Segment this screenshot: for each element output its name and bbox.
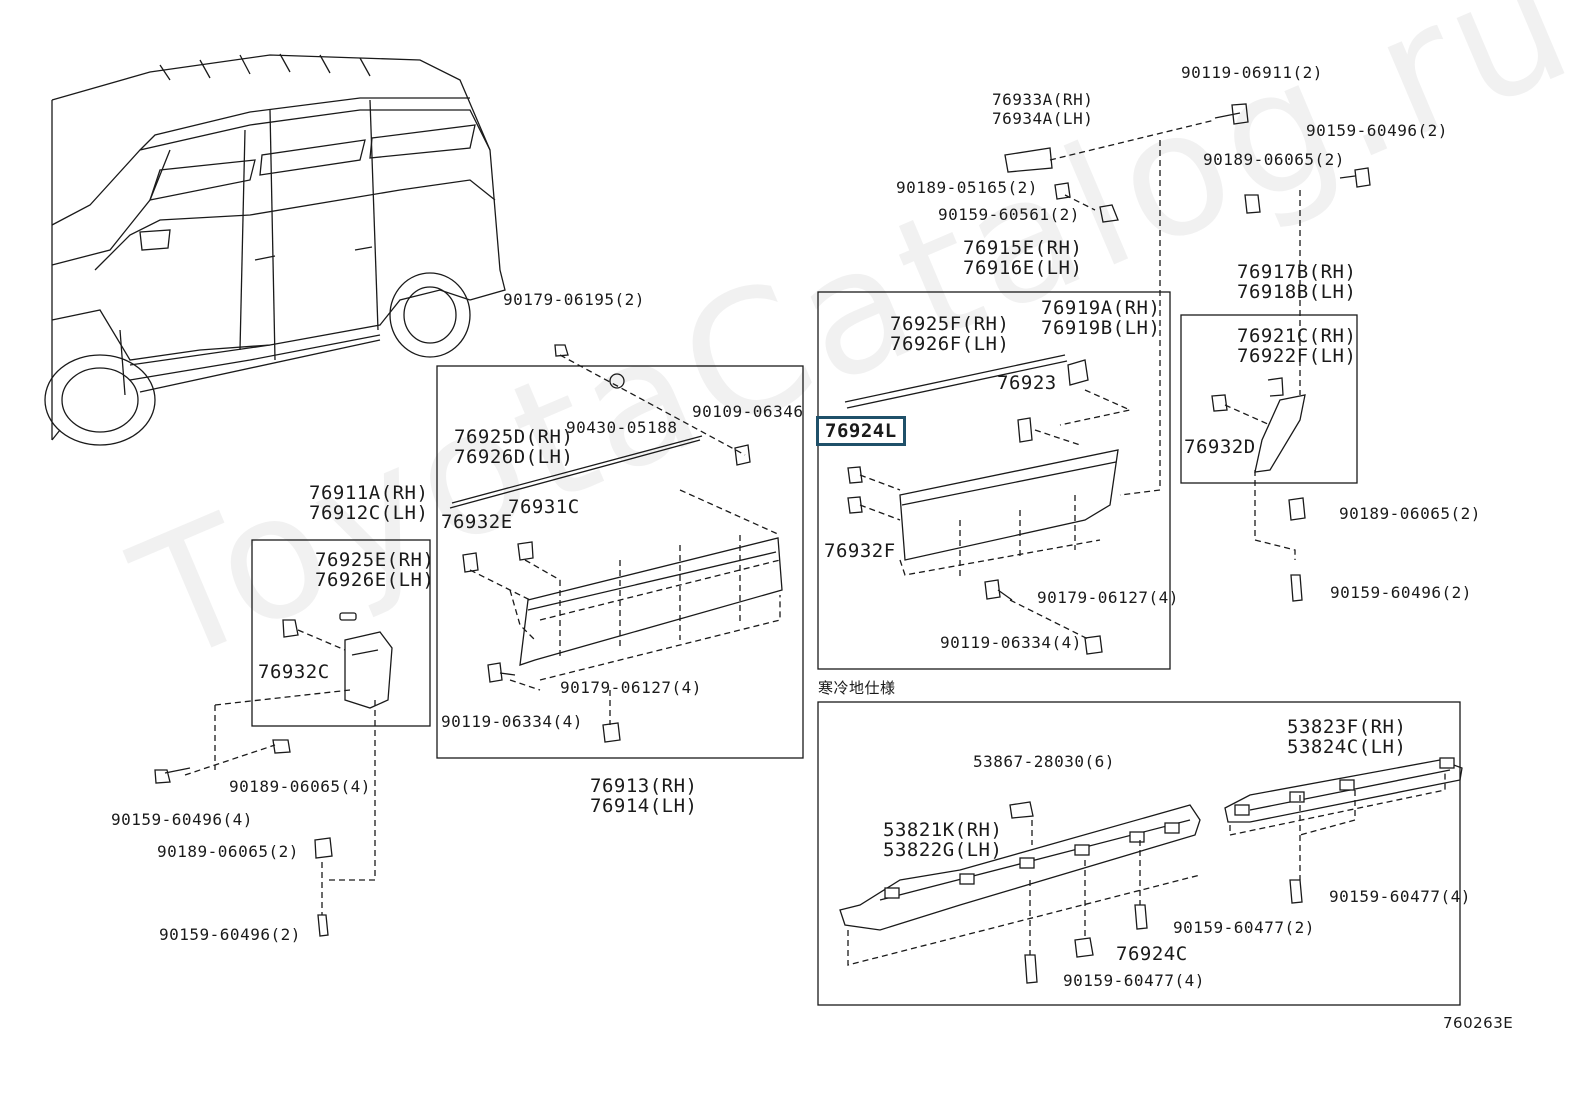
part-label-76924C[interactable]: 76924C <box>1116 943 1188 965</box>
part-label-90430-05188[interactable]: 90430-05188 <box>566 418 678 437</box>
section-label-cold-region: 寒冷地仕様 <box>818 679 896 697</box>
part-label-90189-06065-b[interactable]: 90189-06065(2) <box>1339 504 1481 523</box>
part-label-76919A[interactable]: 76919A(RH) 76919B(LH) <box>1041 297 1161 339</box>
part-label-90189-05165[interactable]: 90189-05165(2) <box>896 178 1038 197</box>
part-label-76924L-highlighted[interactable]: 76924L <box>816 416 906 446</box>
part-label-90179-06127-a[interactable]: 90179-06127(4) <box>1037 588 1179 607</box>
part-label-76933A[interactable]: 76933A(RH) 76934A(LH) <box>992 90 1094 128</box>
part-label-53821K[interactable]: 53821K(RH) 53822G(LH) <box>883 819 1003 861</box>
box-76915E <box>817 291 1171 670</box>
part-label-90119-06334-a[interactable]: 90119-06334(4) <box>940 633 1082 652</box>
part-label-76932F[interactable]: 76932F <box>824 540 896 562</box>
part-label-76921C[interactable]: 76921C(RH) 76922F(LH) <box>1237 325 1357 367</box>
part-label-90159-60477-a[interactable]: 90159-60477(4) <box>1329 887 1471 906</box>
part-label-76923[interactable]: 76923 <box>997 372 1057 394</box>
box-76917B <box>1180 314 1358 484</box>
part-label-90179-06195[interactable]: 90179-06195(2) <box>503 290 645 309</box>
part-label-90189-06065-a[interactable]: 90189-06065(2) <box>1203 150 1345 169</box>
part-label-76931C[interactable]: 76931C <box>508 496 580 518</box>
part-label-76932C[interactable]: 76932C <box>258 661 330 683</box>
part-label-90119-06911[interactable]: 90119-06911(2) <box>1181 63 1323 82</box>
part-label-90109-06346[interactable]: 90109-06346 <box>692 402 804 421</box>
part-label-90159-60496-b[interactable]: 90159-60496(2) <box>1330 583 1472 602</box>
part-label-90189-06065-c[interactable]: 90189-06065(4) <box>229 777 371 796</box>
part-label-76932E[interactable]: 76932E <box>441 511 513 533</box>
part-label-76932D[interactable]: 76932D <box>1184 436 1256 458</box>
part-label-76913[interactable]: 76913(RH) 76914(LH) <box>590 775 698 817</box>
diagram-code: 760263E <box>1443 1014 1514 1032</box>
part-label-76917B[interactable]: 76917B(RH) 76918B(LH) <box>1237 261 1357 303</box>
part-label-76925F[interactable]: 76925F(RH) 76926F(LH) <box>890 313 1010 355</box>
part-label-90179-06127-b[interactable]: 90179-06127(4) <box>560 678 702 697</box>
part-label-53867-28030[interactable]: 53867-28030(6) <box>973 752 1115 771</box>
part-label-90189-06065-d[interactable]: 90189-06065(2) <box>157 842 299 861</box>
part-label-76915E[interactable]: 76915E(RH) 76916E(LH) <box>963 237 1083 279</box>
part-label-90119-06334-b[interactable]: 90119-06334(4) <box>441 712 583 731</box>
box-cold-region <box>817 701 1461 1006</box>
part-label-53823F[interactable]: 53823F(RH) 53824C(LH) <box>1287 716 1407 758</box>
part-label-90159-60477-2[interactable]: 90159-60477(2) <box>1173 918 1315 937</box>
box-76911A <box>251 539 431 727</box>
part-label-90159-60496-c[interactable]: 90159-60496(4) <box>111 810 253 829</box>
part-label-76925D[interactable]: 76925D(RH) 76926D(LH) <box>454 426 574 468</box>
part-label-76925E[interactable]: 76925E(RH) 76926E(LH) <box>315 549 435 591</box>
part-label-90159-60496-d[interactable]: 90159-60496(2) <box>159 925 301 944</box>
part-label-90159-60477-b[interactable]: 90159-60477(4) <box>1063 971 1205 990</box>
part-label-76911A[interactable]: 76911A(RH) 76912C(LH) <box>309 482 429 524</box>
part-label-90159-60496-a[interactable]: 90159-60496(2) <box>1306 121 1448 140</box>
vehicle-illustration <box>44 53 506 446</box>
part-label-90159-60561[interactable]: 90159-60561(2) <box>938 205 1080 224</box>
box-76913 <box>436 365 804 759</box>
